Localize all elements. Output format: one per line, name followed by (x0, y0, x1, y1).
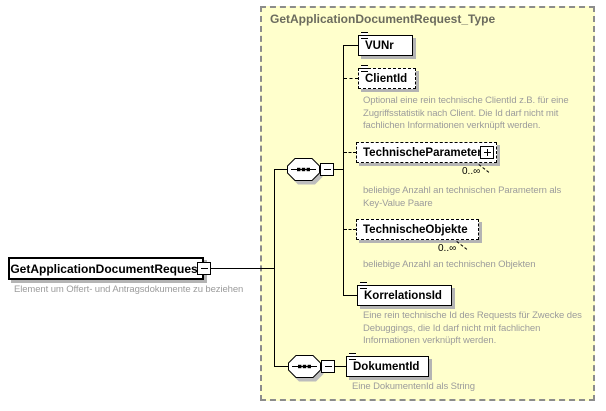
element-annotation: Eine DokumentenId als String (352, 381, 475, 392)
connector-line (275, 169, 288, 170)
element-label: DokumentId (353, 360, 420, 373)
element-box-technischeparameter[interactable]: TechnischeParameter (356, 142, 497, 163)
element-box-korrelationsid[interactable]: KorrelationsId (357, 282, 452, 306)
element-annotation: Eine rein technische Id des Requests für… (363, 310, 582, 346)
element-box-dokumentid[interactable]: DokumentId (346, 353, 429, 377)
element-box-clientid[interactable]: ClientId (358, 65, 416, 89)
collapse-icon[interactable] (320, 163, 334, 176)
element-annotation: beliebige Anzahl an technischen Paramete… (363, 185, 562, 209)
element-annotation: Optional eine rein technische ClientId z… (363, 95, 569, 131)
text-lines-icon (360, 282, 367, 290)
type-container: GetApplicationDocumentRequest_Type (260, 6, 595, 401)
element-label: ClientId (365, 72, 408, 85)
element-label: VUNr (365, 39, 394, 52)
connector-line (344, 229, 356, 230)
connector-line (344, 45, 358, 46)
expand-icon[interactable] (480, 146, 494, 159)
text-lines-icon (361, 65, 368, 73)
collapse-icon[interactable] (197, 262, 211, 275)
connector-line (344, 152, 356, 153)
element-label: TechnischeObjekte (363, 223, 468, 236)
element-annotation: beliebige Anzahl an technischen Objekten (363, 259, 536, 270)
type-title: GetApplicationDocumentRequest_Type (270, 12, 496, 26)
cardinality-label: 0..∞ (438, 243, 457, 254)
cardinality-label: 0..∞ (462, 166, 481, 177)
element-box-technischeobjekte[interactable]: TechnischeObjekte (356, 219, 479, 240)
connector-line (335, 366, 346, 367)
text-lines-icon (361, 32, 368, 40)
collapse-icon[interactable] (321, 360, 335, 373)
sequence-compositor-icon[interactable] (288, 355, 325, 383)
connector-line (274, 169, 275, 367)
connector-line (334, 169, 344, 170)
root-annotation: Element um Offert- und Antragsdokumente … (14, 284, 244, 295)
element-box-vunr[interactable]: VUNr (358, 32, 413, 56)
connector-line (211, 268, 275, 269)
connector-line (275, 366, 289, 367)
element-label: KorrelationsId (364, 289, 442, 302)
connector-line (343, 45, 344, 296)
sequence-compositor-icon[interactable] (287, 158, 324, 186)
element-label: TechnischeParameter (363, 146, 482, 159)
connector-line (344, 295, 357, 296)
connector-line (344, 78, 358, 79)
root-element-box[interactable]: GetApplicationDocumentRequest (8, 257, 204, 280)
root-element-label: GetApplicationDocumentRequest (10, 261, 202, 276)
text-lines-icon (349, 353, 356, 361)
